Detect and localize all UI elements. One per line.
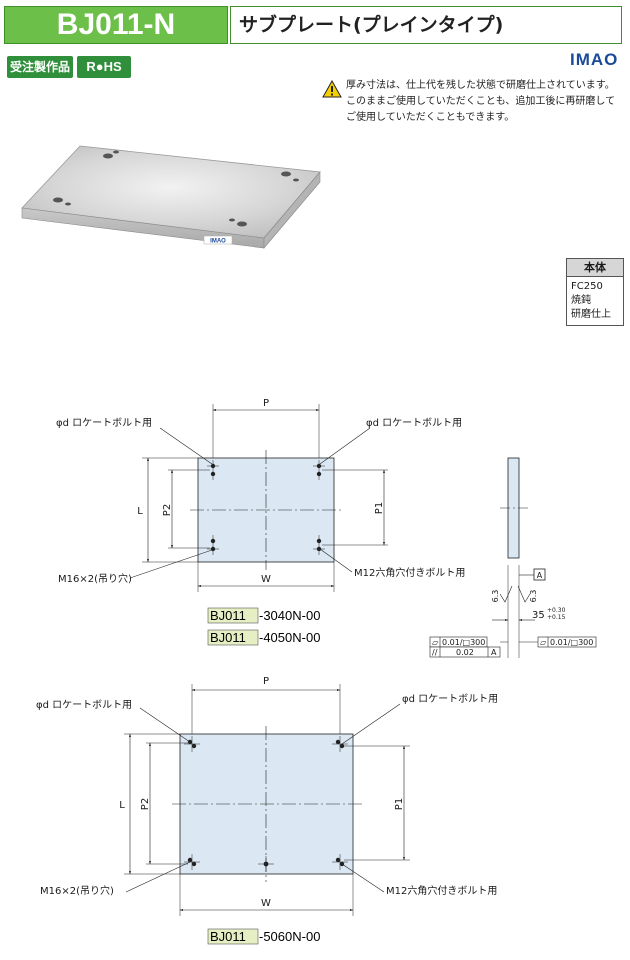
dim-w-label: W	[261, 898, 271, 909]
side-view	[429, 457, 597, 658]
dim-p-label: P	[263, 676, 269, 687]
flatness-value: 0.01/□300	[442, 638, 485, 647]
lift-hole-callout: M16×2(吊り穴)	[58, 572, 132, 585]
model-prefix: BJ011	[210, 630, 246, 645]
header: BJ011-N サブプレート(プレインタイプ)	[4, 6, 622, 46]
rohs-badge: R●HS	[77, 56, 131, 78]
bolt-hole-callout: M12六角穴付きボルト用	[386, 884, 497, 897]
dim-p2-label: P2	[162, 504, 173, 516]
parallelism-symbol: //	[432, 648, 438, 657]
parallelism-value: 0.02	[456, 648, 474, 657]
model-suffix: -3040N-00	[259, 608, 320, 623]
material-header: 本体	[567, 259, 623, 277]
material-line: 研磨仕上	[571, 309, 611, 320]
finish-mark-label: 6.3	[529, 590, 538, 603]
photo-logo: IMAO	[210, 239, 226, 245]
thickness-value: 35	[532, 610, 545, 621]
model-suffix: -5060N-00	[259, 929, 320, 944]
datum-label: A	[537, 571, 543, 580]
model-suffix: -4050N-00	[259, 630, 320, 645]
dim-p2-label: P2	[140, 798, 151, 810]
flatness-value: 0.01/□300	[550, 638, 593, 647]
lift-hole-callout: M16×2(吊り穴)	[40, 884, 114, 897]
material-table: 本体 FC250 焼鈍 研磨仕上	[566, 258, 624, 326]
locate-bolt-callout: φd ロケートボルト用	[36, 699, 132, 711]
parallelism-datum: A	[491, 648, 497, 657]
dim-p1-label: P1	[394, 798, 405, 810]
locate-bolt-callout: φd ロケートボルト用	[366, 417, 462, 429]
product-code: BJ011-N	[4, 6, 228, 44]
dim-p-label: P	[263, 398, 269, 409]
thickness-tol-minus: +0.15	[547, 614, 566, 621]
flatness-symbol: ▱	[540, 638, 547, 647]
dim-w-label: W	[261, 574, 271, 585]
drawing-large-plate	[124, 684, 410, 916]
dim-l-label: L	[119, 800, 125, 811]
material-line: FC250	[571, 281, 603, 292]
material-line: 焼鈍	[571, 295, 591, 306]
finish-mark-label: 6.3	[491, 590, 500, 603]
locate-bolt-callout: φd ロケートボルト用	[56, 417, 152, 429]
dim-p1-label: P1	[374, 502, 385, 514]
model-prefix: BJ011	[210, 929, 246, 944]
flatness-symbol: ▱	[432, 638, 439, 647]
drawing-small-plate	[129, 404, 388, 592]
locate-bolt-callout: φd ロケートボルト用	[402, 693, 498, 705]
model-prefix: BJ011	[210, 608, 246, 623]
finish-note: 厚み寸法は、仕上代を残した状態で研磨仕上されています。このままご使用していただく…	[346, 80, 616, 123]
product-title: サブプレート(プレインタイプ)	[230, 6, 622, 44]
product-photo: IMAO	[21, 145, 321, 249]
dim-l-label: L	[137, 506, 143, 517]
thickness-tol-plus: +0.30	[547, 607, 566, 614]
bolt-hole-callout: M12六角穴付きボルト用	[354, 566, 465, 579]
brand-logo: IMAO	[570, 50, 619, 69]
warning-icon	[322, 80, 342, 98]
made-to-order-badge: 受注製作品	[7, 56, 73, 78]
